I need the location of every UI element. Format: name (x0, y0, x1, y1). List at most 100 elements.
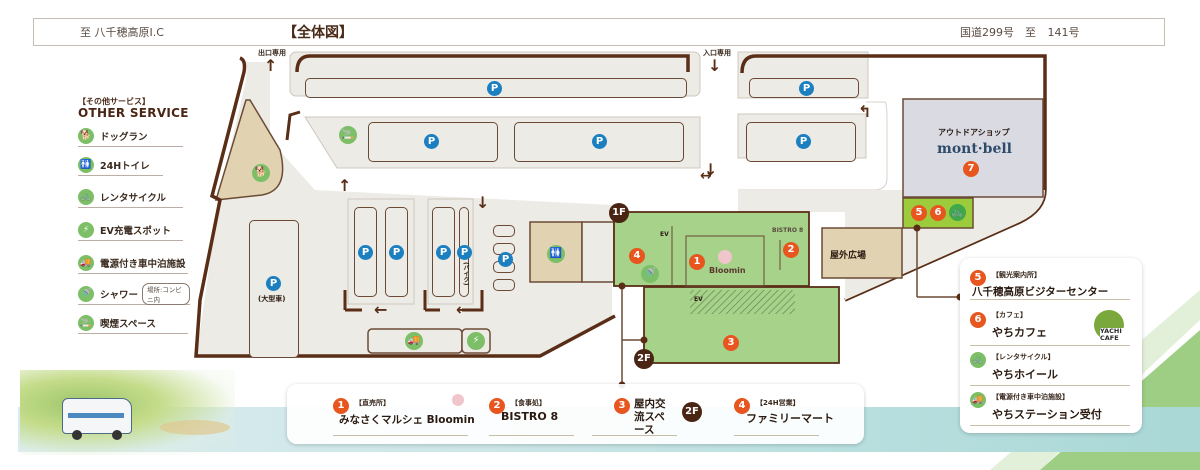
other-service-title: OTHER SERVICE (78, 106, 189, 120)
yachi-cafe-logo-text: YACHI CAFE (1100, 328, 1130, 342)
bicycle-icon: 🚲 (949, 204, 966, 221)
van-wheel (72, 430, 82, 440)
montbell-building (902, 98, 1044, 198)
service-item-camper-facility: 🚚 電源付き車中泊施設 (78, 252, 188, 274)
legend-item-6[interactable]: 6 【カフェ】 やちカフェ YACHI CAFE (970, 308, 1130, 346)
bloomin-logo-icon (452, 394, 464, 406)
u-turn-arrow-icon: ↰ (858, 102, 872, 121)
montbell-brand: mont·bell (937, 141, 1013, 157)
road-arrow-left-icon-2: ← (456, 300, 470, 319)
parking-icon: P (424, 134, 439, 149)
legend-category: 【カフェ】 (992, 311, 1027, 319)
parking-icon: P (358, 245, 373, 260)
large-vehicle-label: (大型車) (258, 295, 286, 303)
service-item-shower: 🚿 シャワー 場所:コンビニ内 (78, 282, 190, 305)
dog-icon: 🐕 (78, 127, 94, 144)
parking-bay-small (493, 279, 515, 291)
legend-name: やちホイール (992, 368, 1058, 381)
camper-truck-icon: 🚚 (970, 392, 986, 408)
service-item-ev-charging: ⚡ EV充電スポット (78, 219, 183, 241)
entrance-only-label: 入口専用 (703, 49, 731, 57)
camper-truck-icon: 🚚 (78, 254, 94, 271)
bicycle-icon: 🚲 (78, 188, 94, 205)
montbell-number-7[interactable]: 7 (963, 161, 979, 177)
exit-only-label: 出口専用 (258, 49, 286, 57)
service-label: レンタサイクル (100, 192, 167, 204)
parking-icon: P (266, 276, 281, 291)
floor-2f-badge: 2F (634, 349, 654, 369)
shower-icon: 🚿 (78, 285, 94, 302)
building-number-3[interactable]: 3 (723, 335, 739, 351)
number-badge-1: 1 (333, 398, 349, 414)
building-number-2[interactable]: 2 (783, 242, 799, 258)
number-badge-4: 4 (734, 398, 750, 414)
number-badge-3: 3 (614, 398, 630, 414)
legend-item-3[interactable]: 3 屋内交流スペース 2F (592, 396, 702, 436)
service-item-rental-cycle: 🚲 レンタサイクル (78, 186, 183, 208)
parking-icon: P (796, 134, 811, 149)
legend-category: 【食事処】 (511, 399, 546, 407)
legend-name: やちステーション受付 (992, 408, 1102, 421)
parking-icon: P (436, 245, 451, 260)
main-building-1f (613, 211, 810, 287)
junction-lr-arrow-icon: ↔ (700, 168, 712, 184)
smoking-icon: 🚬 (339, 126, 357, 144)
legend-name: BISTRO 8 (501, 410, 559, 423)
service-item-dog-run: 🐕 ドッグラン (78, 125, 183, 147)
parking-icon: P (498, 252, 513, 267)
bloomin-logo-mark (718, 250, 732, 264)
road-arrow-down-icon: ↓ (476, 193, 490, 212)
legend-item-rental-cycle[interactable]: 🚲 【レンタサイクル】 やちホイール (970, 350, 1130, 386)
legend-category: 【電源付き車中泊施設】 (992, 393, 1069, 401)
facility-legend-right: 5 【観光案内所】 八千穂高原ビジターセンター 6 【カフェ】 やちカフェ YA… (960, 258, 1142, 433)
camper-van-stripe (68, 413, 124, 418)
entrance-arrow-icon: ↓ (708, 56, 722, 75)
legend-name: みなさくマルシェ Bloomin (339, 414, 475, 426)
service-label: 喫煙スペース (100, 318, 156, 330)
legend-name: ファミリーマート (746, 412, 834, 425)
legend-item-2[interactable]: 2 【食事処】 BISTRO 8 (489, 396, 574, 436)
parking-icon: P (457, 245, 472, 260)
number-badge-2: 2 (489, 398, 505, 414)
facility-legend-bottom: 1 【直売所】 みなさくマルシェ Bloomin 2 【食事処】 BISTRO … (287, 384, 864, 444)
camper-truck-icon: 🚚 (405, 332, 423, 350)
service-item-smoking: 🚬 喫煙スペース (78, 312, 188, 334)
building-number-1[interactable]: 1 (689, 254, 705, 270)
elevator-label-2f: EV (694, 296, 703, 303)
legend-name: 八千穂高原ビジターセンター (972, 286, 1109, 298)
parking-icon: P (389, 245, 404, 260)
other-service-heading: 【その他サービス】 (78, 97, 150, 106)
kiosk-number-6[interactable]: 6 (930, 205, 946, 221)
ev-plug-icon: ⚡ (467, 332, 485, 350)
legend-item-camper-reception[interactable]: 🚚 【電源付き車中泊施設】 やちステーション受付 (970, 390, 1130, 426)
bloomin-logo: Bloomin (709, 266, 746, 275)
service-label: シャワー (100, 289, 139, 301)
legend-category: 【観光案内所】 (992, 271, 1041, 279)
road-arrow-up-icon: ↑ (338, 176, 352, 195)
legend-item-1[interactable]: 1 【直売所】 みなさくマルシェ Bloomin (333, 394, 475, 436)
parking-icon: P (799, 81, 814, 96)
kiosk-number-5[interactable]: 5 (911, 205, 927, 221)
legend-item-4[interactable]: 4 【24H営業】 ファミリーマート (734, 396, 834, 436)
outdoor-plaza-label: 屋外広場 (830, 251, 867, 261)
dog-run-area (214, 99, 284, 201)
legend-item-5[interactable]: 5 【観光案内所】 八千穂高原ビジターセンター (970, 268, 1130, 300)
parking-icon: P (592, 134, 607, 149)
restroom-icon: 🚻 (547, 245, 565, 263)
building-number-4[interactable]: 4 (629, 248, 645, 264)
road-arrow-left-icon: ← (374, 300, 388, 319)
shower-icon: 🚿 (641, 265, 659, 283)
parking-icon: P (487, 81, 502, 96)
legend-name: やちカフェ (992, 326, 1047, 339)
service-item-restroom: 🚻 24Hトイレ (78, 154, 163, 176)
number-badge-5: 5 (970, 270, 986, 286)
service-label: 24Hトイレ (100, 160, 150, 172)
montbell-subtitle: アウトドアショップ (938, 128, 1010, 137)
outdoor-plaza (821, 227, 903, 279)
ev-plug-icon: ⚡ (78, 221, 94, 238)
road-direction-right: 国道299号 至 141号 (960, 26, 1080, 39)
map-title: 【全体図】 (283, 25, 353, 41)
restroom-icon: 🚻 (78, 156, 94, 173)
legend-category: 【直売所】 (355, 399, 390, 407)
dog-icon: 🐕 (252, 164, 270, 182)
